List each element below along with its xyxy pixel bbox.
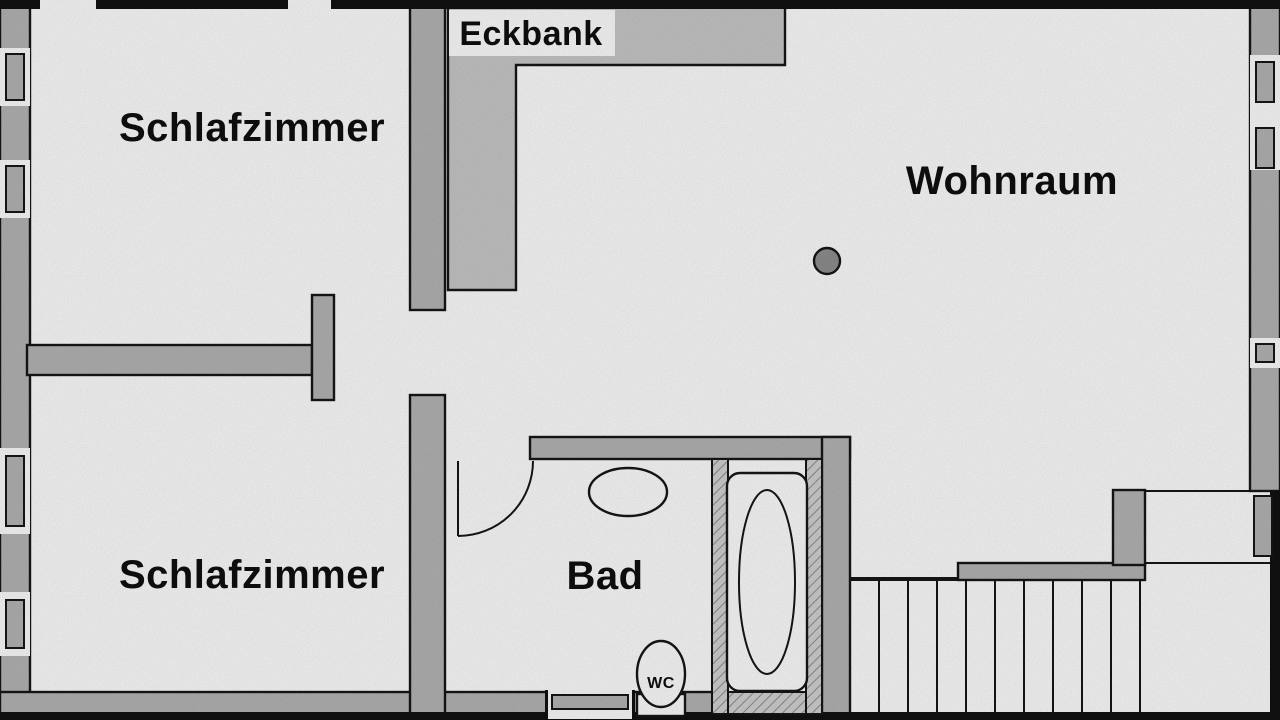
bedroom-divider-wall (25, 343, 314, 377)
window-tick (38, 0, 40, 9)
column-marker (812, 246, 842, 276)
left-window-4 (5, 599, 25, 649)
toilet-label: WC (647, 675, 675, 692)
right-window-1a (1255, 61, 1275, 103)
bedroom-upper-label: Schlafzimmer (119, 106, 385, 150)
tub-niche-wall-right (805, 458, 823, 715)
tub-niche-wall-bottom (727, 691, 807, 715)
window-tick (545, 690, 548, 720)
stair-landing-stub-wall (1111, 488, 1147, 567)
left-window-1 (5, 53, 25, 101)
window-tick (331, 0, 333, 9)
left-window-2 (5, 165, 25, 213)
interior-wall-vertical-upper (408, 2, 447, 312)
sink (587, 466, 669, 518)
window-tick (286, 0, 288, 9)
corner-bench-label: Eckbank (459, 15, 602, 53)
right-window-3 (1253, 495, 1273, 557)
window-tick (96, 0, 98, 9)
top-window-gap-1 (38, 0, 98, 9)
right-window-1b (1255, 127, 1275, 169)
bath-bottom-band-gap (548, 712, 632, 719)
bottom-wall-left (0, 690, 414, 716)
bathroom-right-wall (820, 435, 852, 716)
interior-wall-vertical-lower (408, 393, 447, 716)
top-edge-band (0, 0, 1280, 9)
living-room-label: Wohnraum (906, 159, 1118, 203)
bathroom-top-wall (528, 435, 852, 461)
bath-bottom-window (551, 694, 629, 710)
bathroom-label: Bad (566, 554, 643, 598)
right-window-2 (1255, 343, 1275, 363)
toilet-bowl (635, 639, 687, 709)
left-window-3 (5, 455, 25, 527)
bedroom-lower-label: Schlafzimmer (119, 553, 385, 597)
window-tick (632, 690, 635, 720)
door-jamb-stub (310, 293, 336, 402)
tub-niche-wall-left (711, 458, 729, 715)
top-window-gap-2 (286, 0, 333, 9)
